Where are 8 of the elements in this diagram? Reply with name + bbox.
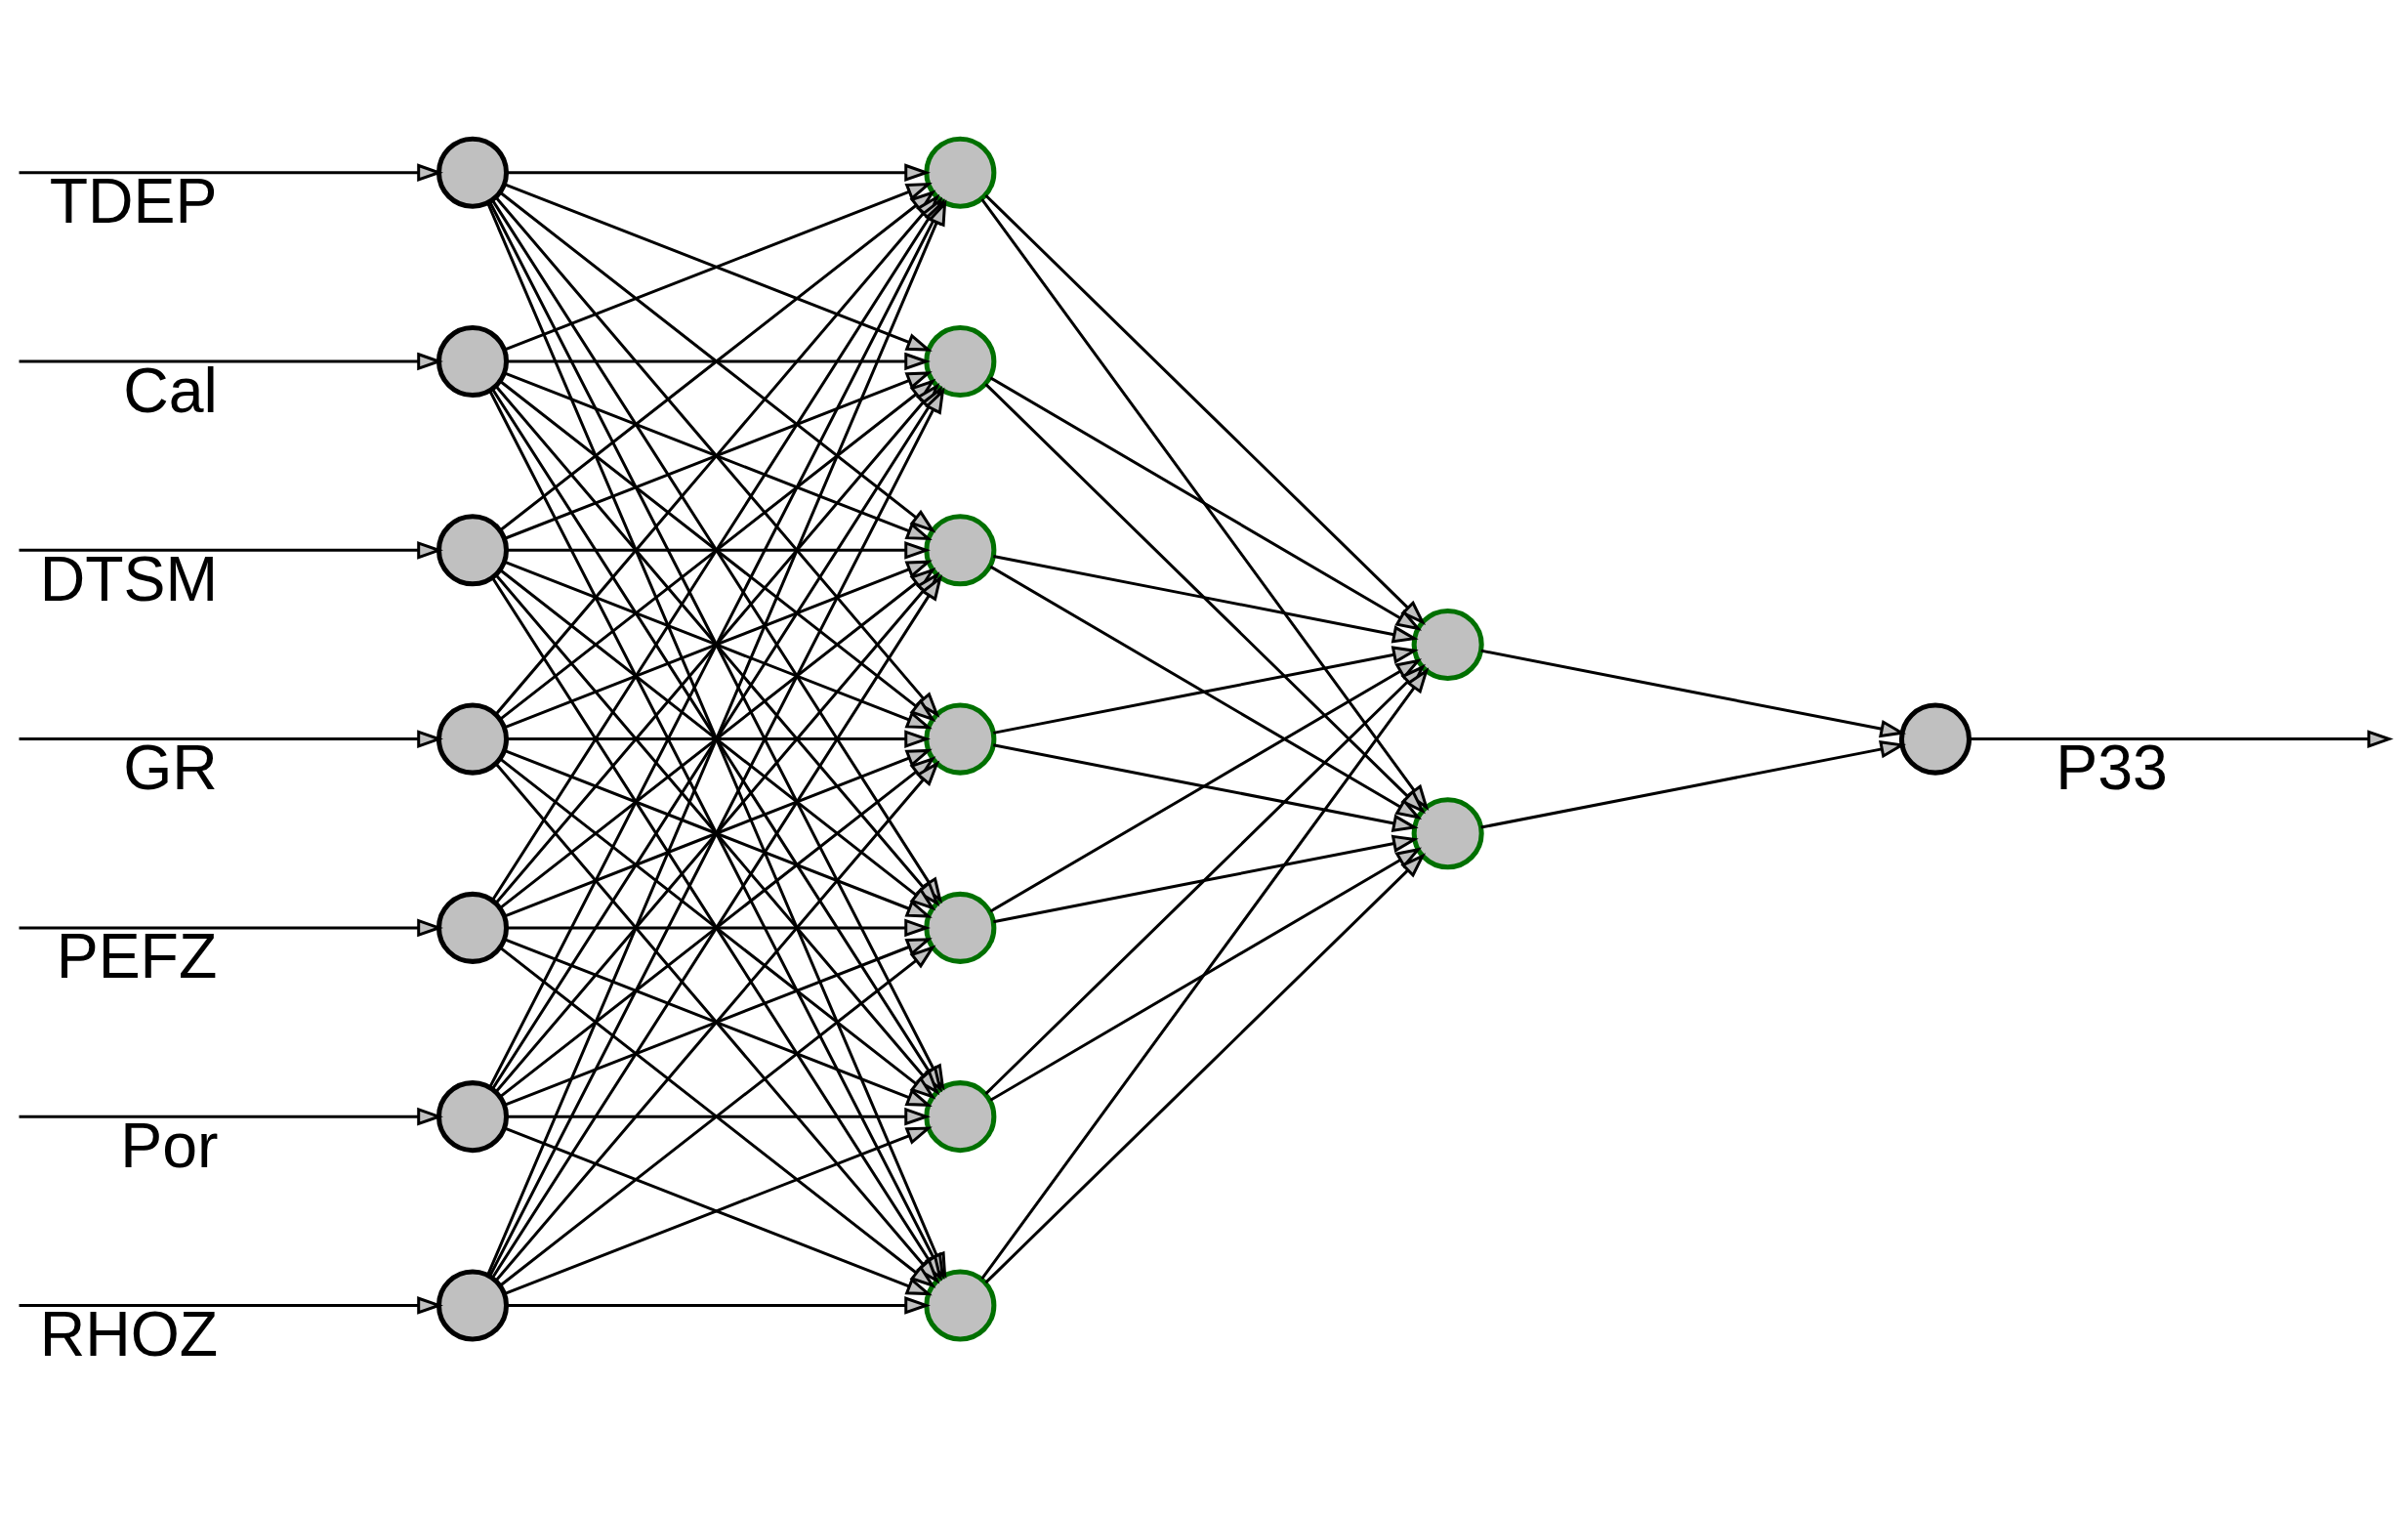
edge-label: PEFZ [56,921,218,992]
edge-label: Cal [123,355,218,426]
edge-label: P33 [2055,733,2168,804]
edge-label: RHOZ [39,1299,219,1370]
edge-label: TDEP [49,166,218,237]
edge-label: DTSM [39,543,219,614]
edge-label: Por [120,1110,219,1181]
edge-label: GR [123,733,218,804]
